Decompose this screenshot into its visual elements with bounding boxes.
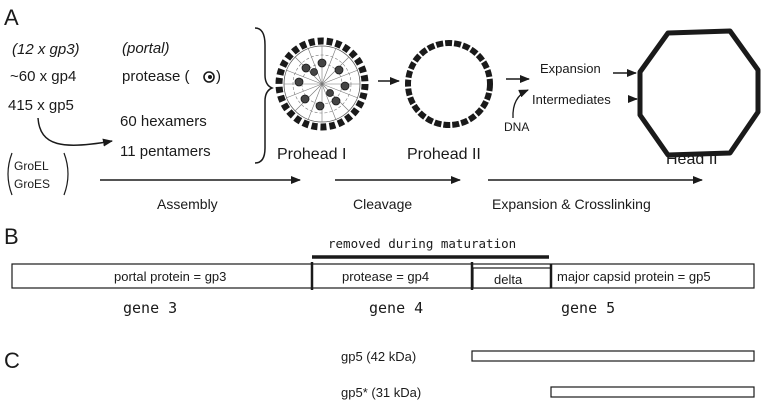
groel-label: GroEL (14, 159, 49, 173)
expansion-crosslinking-label: Expansion & Crosslinking (492, 196, 651, 212)
prohead1-label: Prohead I (277, 146, 346, 163)
gp5star-label: gp5* (31 kDa) (341, 385, 421, 400)
groes-label: GroES (14, 177, 50, 191)
gene-map (11, 262, 755, 290)
gp5-to-capsomer-arrow (37, 117, 113, 147)
gp5-bar (471, 350, 755, 362)
chaperone-left-paren (7, 152, 13, 196)
head2-label: Head II (666, 151, 718, 168)
removed-during-maturation-label: removed during maturation (328, 236, 516, 251)
prohead2-shell (405, 40, 493, 128)
dna-arrow (512, 89, 529, 119)
panel-a-label: A (4, 5, 19, 30)
segment-protease (311, 263, 473, 289)
gp4-count: ~60 x gp4 (10, 68, 76, 85)
panel-b-label: B (4, 224, 19, 249)
protease-gp4-label: protease = gp4 (342, 269, 429, 284)
protease-swirl-icon (203, 71, 215, 83)
major-capsid-protein-label: major capsid protein = gp5 (557, 269, 711, 284)
assembly-brace (254, 27, 274, 164)
assembly-label: Assembly (157, 196, 218, 212)
portal-label: (portal) (122, 40, 170, 57)
portal-protein-label: portal protein = gp3 (114, 269, 226, 284)
prohead1-shell (275, 37, 369, 131)
protease-close-paren: ) (216, 68, 221, 85)
gp5-count: 415 x gp5 (8, 97, 74, 114)
dna-label: DNA (504, 120, 529, 134)
gene5-label: gene 5 (561, 299, 615, 317)
gene3-label: gene 3 (123, 299, 177, 317)
segment-portal (11, 263, 313, 289)
protease-label: protease ( (122, 68, 190, 85)
pentamers-label: 11 pentamers (120, 143, 211, 160)
gene4-label: gene 4 (369, 299, 423, 317)
panel-c-label: C (4, 348, 20, 373)
prohead2-label: Prohead II (407, 146, 481, 163)
gp5-label: gp5 (42 kDa) (341, 349, 416, 364)
head2-shell (637, 28, 761, 158)
intermediates-label: Intermediates (532, 92, 611, 107)
hexamers-label: 60 hexamers (120, 113, 207, 130)
gp3-count: (12 x gp3) (12, 41, 80, 58)
prohead1-protease-icons (294, 58, 350, 111)
cleavage-label: Cleavage (353, 196, 412, 212)
delta-label: delta (494, 272, 523, 287)
expansion-label: Expansion (540, 61, 601, 76)
chaperone-right-paren (63, 152, 69, 196)
gp5star-bar (550, 386, 755, 398)
